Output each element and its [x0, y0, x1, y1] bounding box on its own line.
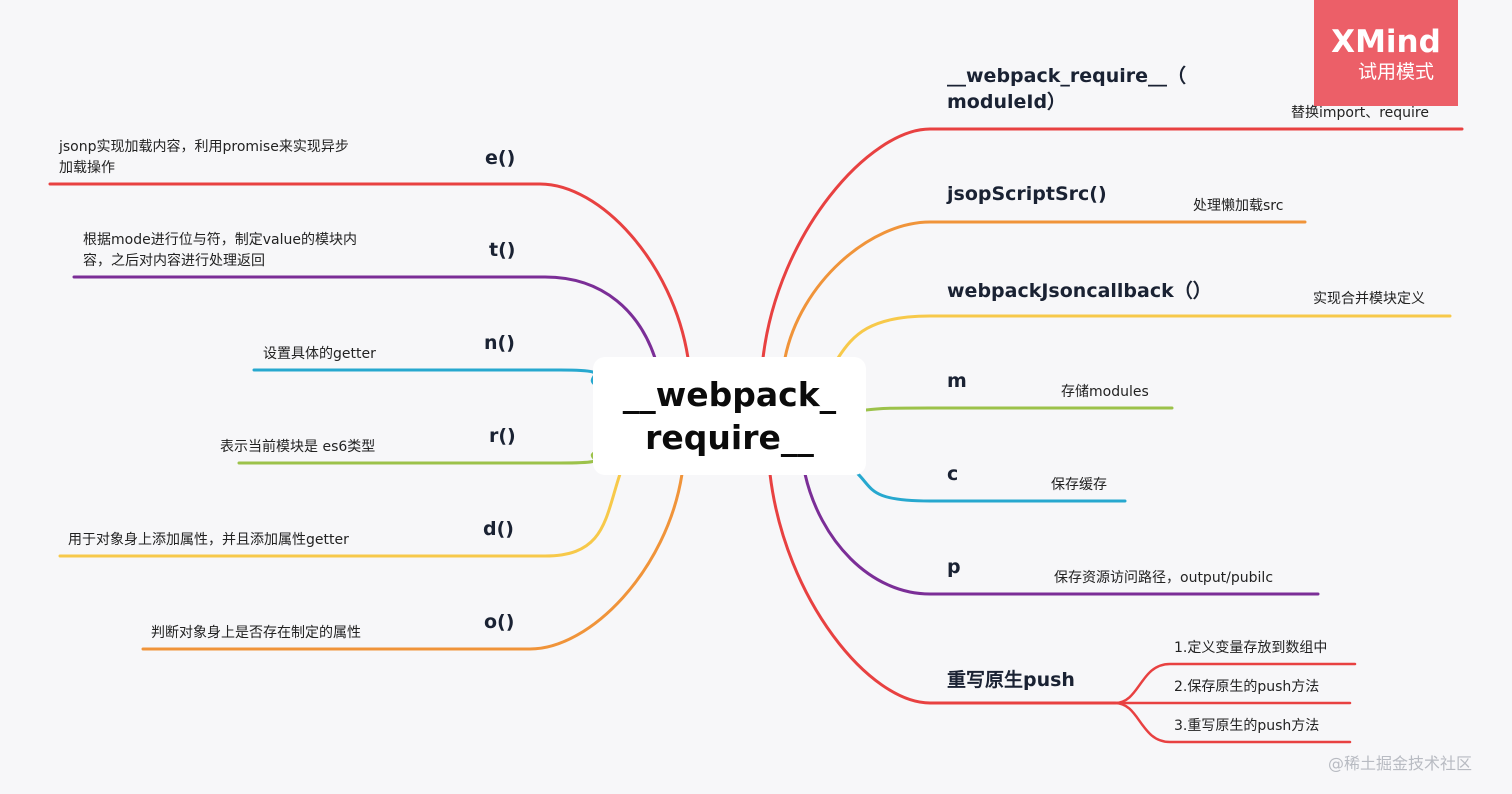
connector-webpack-require — [761, 127, 1464, 360]
note-webpack-jsoncallback: 实现合并模块定义 — [1313, 291, 1425, 307]
connector-t — [72, 275, 657, 360]
note-jsop-script-src: 处理懒加载src — [1193, 198, 1284, 214]
note-t: 根据mode进行位与符，制定value的模块内 容，之后对内容进行处理返回 — [83, 230, 357, 272]
topic-webpack-require-line2: moduleId） — [947, 91, 1067, 113]
note-o: 判断对象身上是否存在制定的属性 — [151, 625, 361, 641]
note-e-line1: jsonp实现加载内容，利用promise来实现异步 — [59, 139, 349, 155]
note-t-line2: 容，之后对内容进行处理返回 — [83, 253, 265, 269]
central-topic-line2: require__ — [645, 418, 814, 457]
subtopic-push-2[interactable]: 2.保存原生的push方法 — [1174, 679, 1320, 695]
note-n: 设置具体的getter — [263, 346, 376, 362]
topic-webpack-require-line1: __webpack_require__（ — [947, 65, 1187, 87]
connector-jsop-script-src — [783, 220, 1307, 360]
note-t-line1: 根据mode进行位与符，制定value的模块内 — [83, 232, 357, 248]
connector-c — [856, 472, 1127, 503]
note-e-line2: 加载操作 — [59, 160, 115, 176]
topic-p[interactable]: p — [947, 556, 961, 578]
topic-o[interactable]: o() — [484, 611, 515, 633]
xmind-trial-badge: XMind 试用模式 — [1314, 0, 1458, 106]
connector-o — [141, 472, 684, 651]
subtopic-push-3[interactable]: 3.重写原生的push方法 — [1174, 718, 1320, 734]
topic-d[interactable]: d() — [483, 518, 514, 540]
connector-m — [864, 406, 1174, 412]
topic-jsop-script-src[interactable]: jsopScriptSrc() — [947, 183, 1107, 205]
connector-p — [803, 472, 1320, 596]
note-webpack-require: 替换import、require — [1291, 105, 1429, 121]
site-watermark: @稀土掘金技术社区 — [1328, 754, 1473, 773]
note-r: 表示当前模块是 es6类型 — [220, 439, 376, 455]
connector-e — [48, 182, 690, 360]
topic-r[interactable]: r() — [489, 425, 516, 447]
connector-d — [58, 472, 622, 558]
topic-webpack-jsoncallback[interactable]: webpackJsoncallback（） — [947, 280, 1212, 302]
note-e: jsonp实现加载内容，利用promise来实现异步 加载操作 — [59, 137, 349, 179]
central-topic[interactable]: __webpack_ require__ — [593, 357, 866, 475]
connector-push-sub-3 — [1113, 701, 1352, 744]
topic-t[interactable]: t() — [489, 239, 516, 261]
note-c: 保存缓存 — [1051, 477, 1107, 493]
note-d: 用于对象身上添加属性，并且添加属性getter — [68, 532, 349, 548]
connector-push-sub-1 — [1113, 662, 1357, 705]
topic-n[interactable]: n() — [484, 332, 515, 354]
central-topic-line1: __webpack_ — [622, 375, 837, 414]
note-m: 存储modules — [1061, 384, 1149, 400]
trial-mode-label: 试用模式 — [1357, 61, 1434, 83]
xmind-logo-text: XMind — [1331, 24, 1441, 60]
topic-webpack-require[interactable]: __webpack_require__（ moduleId） — [947, 63, 1186, 115]
topic-m[interactable]: m — [947, 370, 967, 392]
subtopic-push-1[interactable]: 1.定义变量存放到数组中 — [1174, 640, 1328, 656]
topic-e[interactable]: e() — [485, 147, 516, 169]
topic-rewrite-push[interactable]: 重写原生push — [947, 669, 1075, 691]
topic-c[interactable]: c — [947, 463, 959, 485]
connector-rewrite-push — [768, 472, 1117, 705]
connector-n — [252, 368, 598, 387]
connector-webpack-jsoncallback — [836, 314, 1452, 360]
note-p: 保存资源访问路径，output/pubilc — [1054, 570, 1274, 586]
